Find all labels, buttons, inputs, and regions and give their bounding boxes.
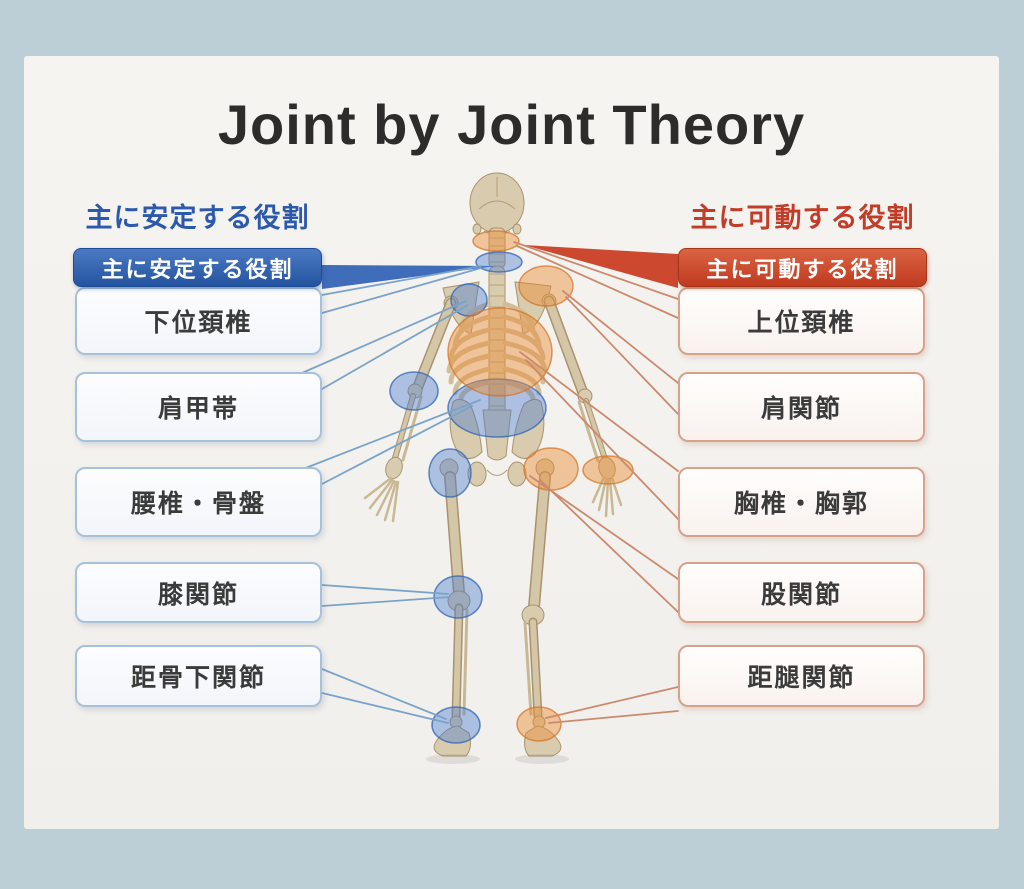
left-leg-bone bbox=[433, 471, 471, 757]
callout-thoracic-ribcage: 胸椎・胸郭 bbox=[678, 467, 925, 537]
highlight-shoulder-joint bbox=[518, 265, 574, 307]
connector-talocrural-joint bbox=[545, 686, 679, 724]
skull-bone bbox=[469, 172, 525, 236]
stability-badge-pointer bbox=[322, 265, 496, 289]
connector-shoulder-joint bbox=[562, 290, 679, 415]
highlight-lower-cervical bbox=[475, 251, 523, 273]
foot-shadow bbox=[515, 754, 569, 764]
connector-upper-cervical bbox=[513, 241, 679, 319]
callout-label: 股関節 bbox=[760, 580, 842, 609]
connector-lower-cervical bbox=[321, 265, 482, 314]
highlight-upper-cervical bbox=[472, 230, 520, 252]
highlight-lumbar-pelvis bbox=[447, 378, 547, 438]
mobility-connectors bbox=[513, 241, 679, 724]
cervical-spine-bone bbox=[488, 227, 506, 269]
ribcage-bone bbox=[446, 301, 548, 405]
callout-label: 肩関節 bbox=[760, 395, 842, 423]
right-leg-bone bbox=[521, 471, 562, 757]
callout-label: 胸椎・胸郭 bbox=[733, 490, 869, 518]
callout-lower-cervical: 下位頚椎 bbox=[75, 287, 322, 355]
callout-label: 距腿関節 bbox=[747, 664, 856, 692]
highlight-scapular-girdle bbox=[450, 283, 488, 317]
connector-hip-joint bbox=[529, 475, 679, 613]
page-title: Joint by Joint Theory bbox=[217, 93, 806, 156]
callout-hip-joint: 股関節 bbox=[678, 562, 925, 623]
callout-label: 膝関節 bbox=[157, 580, 239, 609]
skeleton-diagram bbox=[301, 172, 679, 764]
mobility-role-badge: 主に可動する役割 bbox=[678, 248, 927, 287]
connector-thoracic-ribcage bbox=[519, 351, 679, 520]
stability-connectors bbox=[301, 265, 482, 724]
stability-role-badge: 主に安定する役割 bbox=[73, 248, 322, 287]
paper-panel: Joint by Joint Theory 主に安定する役割 主に可動する役割 bbox=[24, 56, 999, 829]
left-arm-bone bbox=[363, 295, 459, 523]
foot-shadow bbox=[426, 754, 480, 764]
skeleton bbox=[363, 172, 623, 764]
right-scapula-bone bbox=[514, 281, 552, 335]
right-arm-bone bbox=[541, 293, 623, 518]
highlight-right-wrist bbox=[582, 455, 634, 485]
connector-subtalar-joint bbox=[321, 668, 449, 724]
mobility-badge-pointer bbox=[524, 245, 678, 288]
callout-knee-joint: 膝関節 bbox=[75, 562, 322, 623]
callout-scapular-girdle: 肩甲帯 bbox=[75, 372, 322, 442]
left-scapula-bone bbox=[442, 281, 480, 335]
highlight-left-hip bbox=[428, 448, 472, 498]
callout-label: 下位頚椎 bbox=[144, 309, 253, 337]
callout-upper-cervical: 上位頚椎 bbox=[678, 287, 925, 355]
highlight-knee-joint bbox=[433, 575, 483, 619]
connector-lumbar-pelvis bbox=[302, 399, 481, 485]
callout-lumbar-pelvis: 腰椎・骨盤 bbox=[75, 467, 322, 537]
mobility-heading: 主に可動する役割 bbox=[690, 203, 915, 233]
spine-bone bbox=[488, 265, 506, 417]
callout-label: 上位頚椎 bbox=[747, 309, 856, 337]
callout-label: 距骨下関節 bbox=[130, 664, 266, 692]
callout-label: 肩甲帯 bbox=[157, 395, 239, 423]
callout-talocrural-joint: 距腿関節 bbox=[678, 645, 925, 707]
stability-heading: 主に安定する役割 bbox=[85, 203, 310, 233]
highlight-thoracic-ribcage bbox=[447, 307, 553, 397]
highlight-hip-joint bbox=[523, 447, 579, 491]
callout-shoulder-joint: 肩関節 bbox=[678, 372, 925, 442]
stability-highlights bbox=[389, 251, 547, 744]
highlight-subtalar-joint bbox=[431, 706, 481, 744]
highlight-left-elbow bbox=[389, 371, 439, 411]
highlight-talocrural-joint bbox=[516, 706, 562, 742]
callout-label: 腰椎・骨盤 bbox=[130, 490, 266, 518]
pelvis-bone bbox=[439, 398, 555, 487]
callout-subtalar-joint: 距骨下関節 bbox=[75, 645, 322, 707]
mobility-highlights bbox=[447, 230, 634, 742]
connector-knee-joint bbox=[321, 584, 451, 607]
connector-scapular-girdle bbox=[301, 300, 469, 390]
